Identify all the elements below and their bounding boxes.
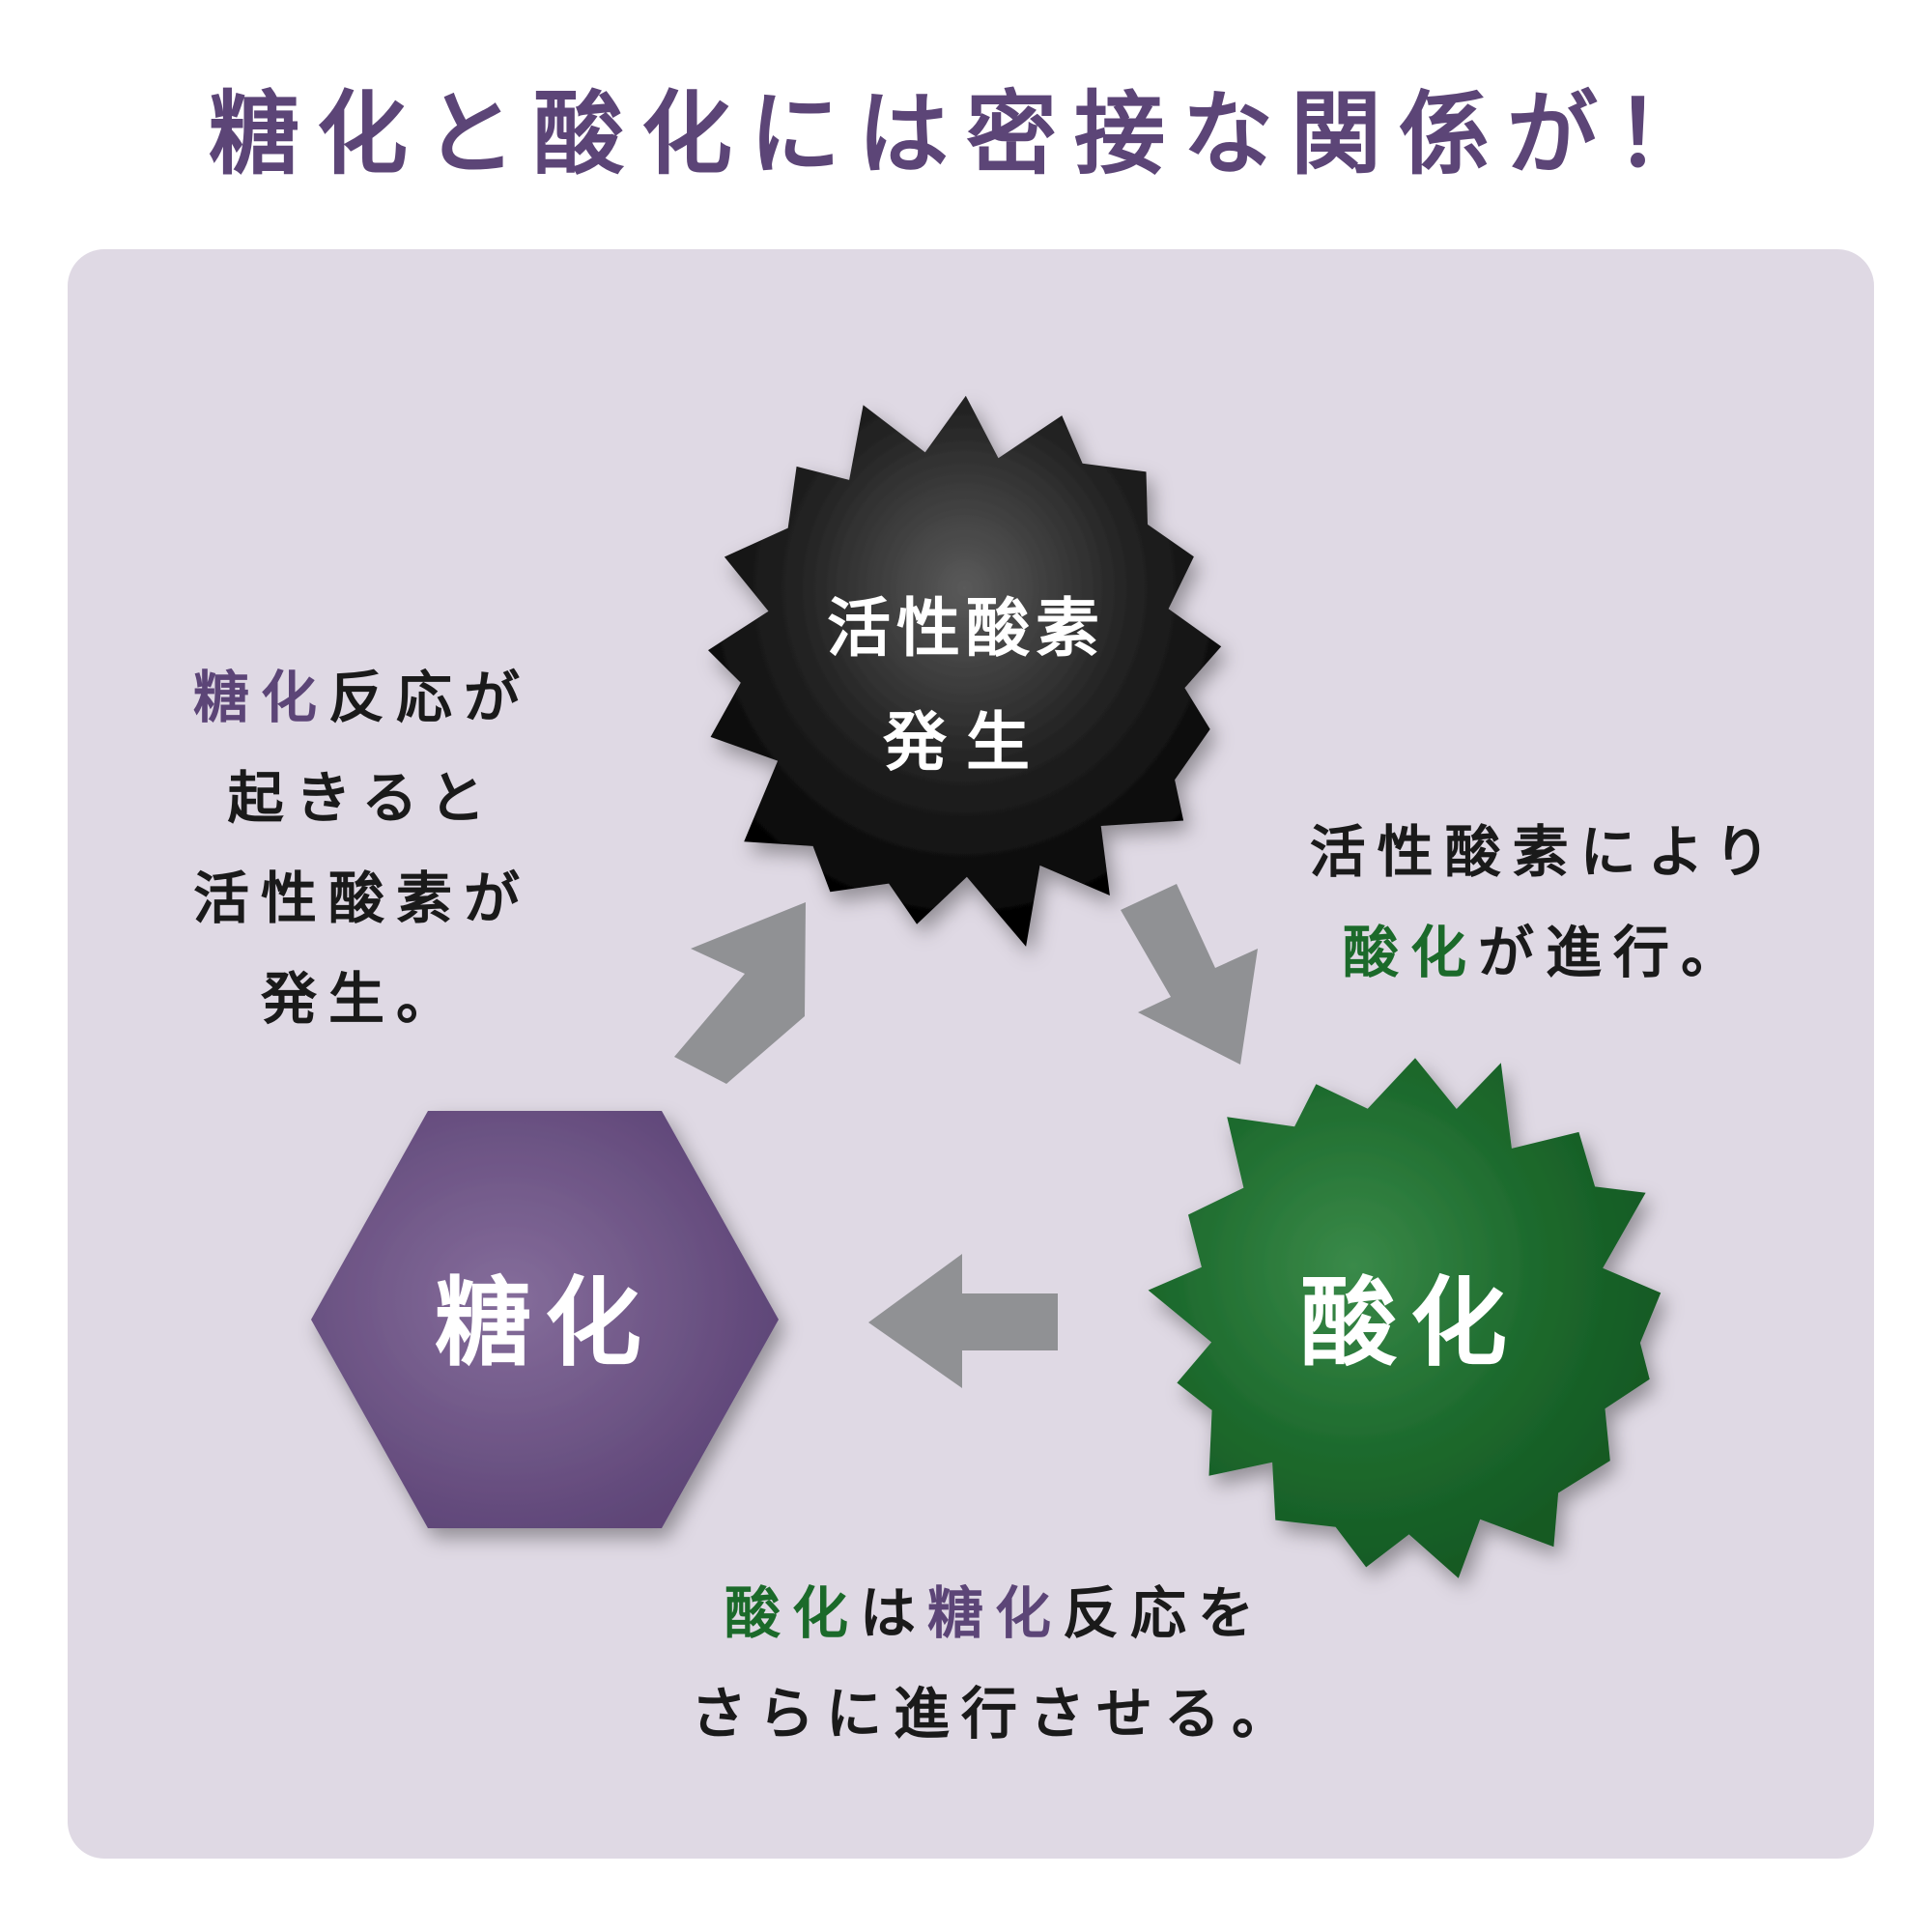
left-caption-line4: 発生。 bbox=[260, 966, 464, 1032]
right-caption: 活性酸素により 酸化が進行。 bbox=[1265, 802, 1826, 1003]
glycation-node-label: 糖化 bbox=[435, 1266, 655, 1379]
bottom-caption-line1: 酸化は糖化反応を bbox=[618, 1563, 1372, 1663]
ros-label-line2: 発生 bbox=[883, 705, 1049, 780]
arrow-up-right-icon bbox=[674, 902, 806, 1084]
bottom-caption-highlight-glycation: 糖化 bbox=[927, 1580, 1064, 1646]
left-caption-line2: 起きると bbox=[227, 765, 497, 831]
bottom-caption-line2: さらに進行させる。 bbox=[690, 1681, 1299, 1747]
bottom-caption-particle: は bbox=[859, 1580, 927, 1646]
right-caption-line2-rest: が進行。 bbox=[1478, 920, 1749, 985]
arrow-down-right-icon bbox=[1121, 884, 1258, 1065]
glycation-hexagon-icon bbox=[311, 1111, 779, 1528]
ros-label-line1: 活性酸素 bbox=[827, 591, 1105, 666]
ros-node-label: 活性酸素 発生 bbox=[802, 572, 1130, 800]
left-caption-line1-rest: 反応が bbox=[328, 665, 532, 730]
bottom-caption-highlight-oxidation: 酸化 bbox=[724, 1580, 860, 1646]
left-caption-line1: 糖化反応が bbox=[155, 647, 570, 748]
right-caption-highlight: 酸化 bbox=[1342, 920, 1478, 985]
arrow-left-icon bbox=[868, 1254, 1058, 1388]
right-caption-line2: 酸化が進行。 bbox=[1265, 902, 1826, 1003]
right-caption-line1: 活性酸素により bbox=[1309, 819, 1782, 885]
bottom-caption: 酸化は糖化反応を さらに進行させる。 bbox=[618, 1563, 1372, 1764]
oxidation-burst-icon bbox=[1148, 1058, 1662, 1578]
left-caption: 糖化反応が 起きると 活性酸素が 発生。 bbox=[155, 647, 570, 1049]
left-caption-highlight: 糖化 bbox=[192, 665, 328, 730]
left-caption-line3: 活性酸素が bbox=[192, 866, 531, 931]
ros-burst-icon bbox=[708, 395, 1222, 947]
page-title: 糖化と酸化には密接な関係が！ bbox=[208, 82, 1723, 187]
bottom-caption-line1-rest: 反応を bbox=[1063, 1580, 1266, 1646]
oxidation-node-label: 酸化 bbox=[1300, 1266, 1520, 1379]
